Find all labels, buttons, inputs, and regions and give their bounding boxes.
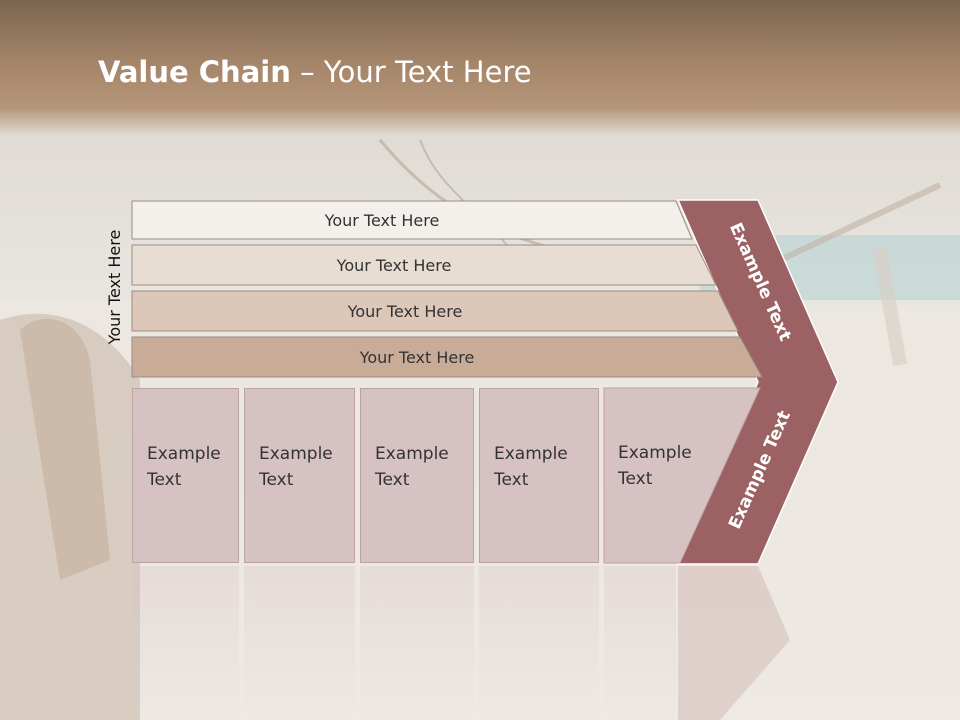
title-regular-text: – Your Text Here (290, 55, 532, 89)
column-4-line1: Example (494, 444, 568, 464)
row-label-3: Your Text Here (132, 291, 738, 331)
slide-title: Value Chain – Your Text Here (98, 55, 532, 89)
column-4-line2: Text (494, 470, 529, 490)
title-bold-text: Value Chain (98, 55, 291, 89)
chevron-reflection-shape (678, 566, 790, 720)
row-text-2: Your Text Here (336, 255, 452, 275)
column-3-reflection (360, 566, 474, 720)
column-3: Example Text (360, 388, 474, 563)
column-1-reflection (132, 566, 239, 720)
column-2-line2: Text (259, 470, 294, 490)
column-5-line2: Text (618, 469, 653, 489)
row-text-1: Your Text Here (324, 210, 440, 230)
row-label-2: Your Text Here (132, 245, 716, 285)
column-2-reflection (244, 566, 355, 720)
row-text-4: Your Text Here (359, 347, 475, 367)
row-label-1: Your Text Here (132, 201, 692, 239)
column-1: Example Text (132, 388, 239, 563)
row-text-3: Your Text Here (347, 301, 463, 321)
column-5-reflection (604, 566, 676, 720)
column-5: Example Text (604, 388, 754, 563)
column-3-line2: Text (375, 470, 410, 490)
column-1-line2: Text (147, 470, 182, 490)
title-bar (0, 0, 960, 135)
column-5-line1: Example (618, 443, 692, 463)
row-label-4: Your Text Here (132, 337, 762, 377)
column-3-line1: Example (375, 444, 449, 464)
column-1-line1: Example (147, 444, 221, 464)
column-4: Example Text (479, 388, 599, 563)
column-2-line1: Example (259, 444, 333, 464)
column-4-reflection (479, 566, 599, 720)
column-2: Example Text (244, 388, 355, 563)
